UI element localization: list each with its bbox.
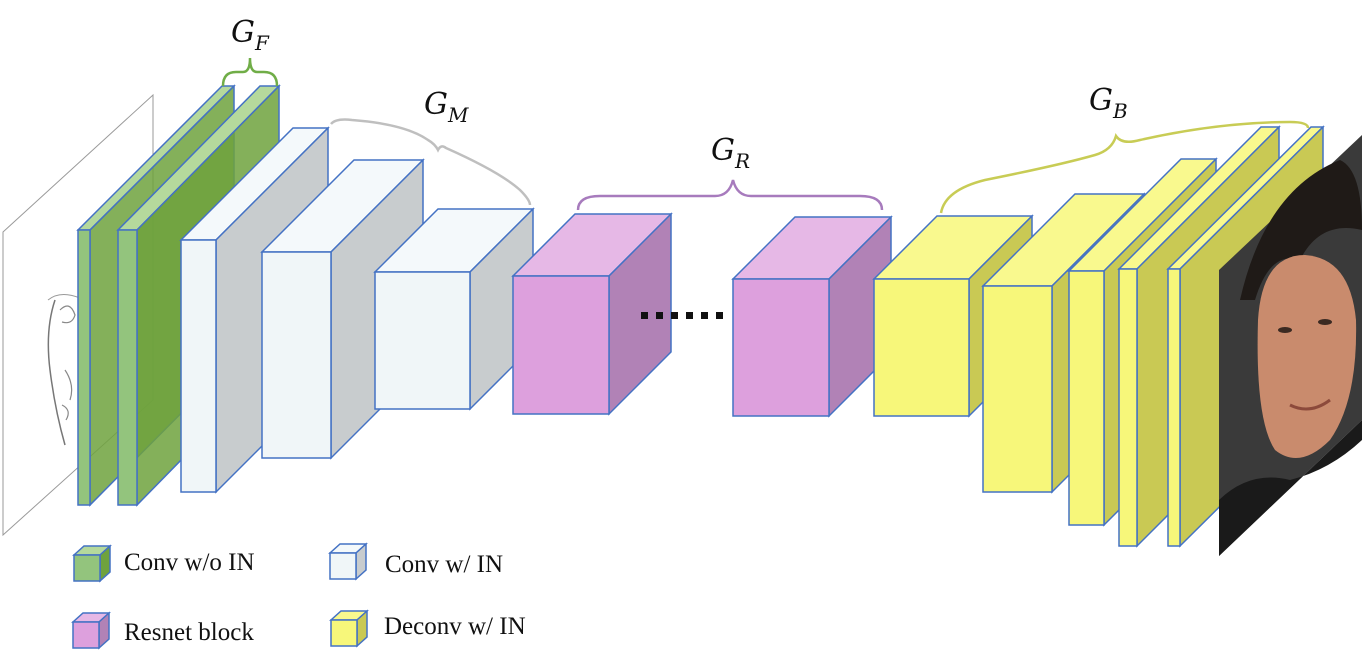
ellipsis-dots bbox=[641, 312, 723, 319]
brace-gr: GR bbox=[576, 133, 884, 211]
legend-label-resnet: Resnet block bbox=[124, 619, 254, 646]
legend-swatch-resnet bbox=[71, 611, 111, 650]
brace-gb: GB bbox=[939, 83, 1310, 214]
resnet-block-2 bbox=[731, 215, 893, 418]
brace-gr-label: GR bbox=[711, 133, 750, 173]
brace-gf-label: GF bbox=[231, 15, 270, 55]
brace-gb-label: GB bbox=[1089, 83, 1128, 123]
legend-label-deconv-in: Deconv w/ IN bbox=[384, 613, 526, 640]
legend-resnet: Resnet block bbox=[71, 611, 254, 650]
resnet-block-1 bbox=[511, 212, 673, 416]
legend-swatch-conv-in bbox=[328, 542, 368, 581]
legend-label-conv-in: Conv w/ IN bbox=[385, 551, 503, 578]
brace-gm: GM bbox=[330, 87, 532, 206]
legend-swatch-deconv-in bbox=[329, 609, 369, 648]
legend-conv-no-in: Conv w/o IN bbox=[72, 544, 255, 583]
legend-label-conv-no-in: Conv w/o IN bbox=[124, 549, 255, 576]
brace-gm-label: GM bbox=[424, 87, 469, 127]
output-photo-image bbox=[1219, 135, 1362, 556]
legend-deconv-in: Deconv w/ IN bbox=[329, 609, 526, 648]
legend: Conv w/o IN Conv w/ IN Resnet block bbox=[71, 542, 526, 650]
brace-gf: GF bbox=[221, 15, 279, 87]
legend-conv-in: Conv w/ IN bbox=[328, 542, 503, 581]
legend-swatch-conv-no-in bbox=[72, 544, 112, 583]
